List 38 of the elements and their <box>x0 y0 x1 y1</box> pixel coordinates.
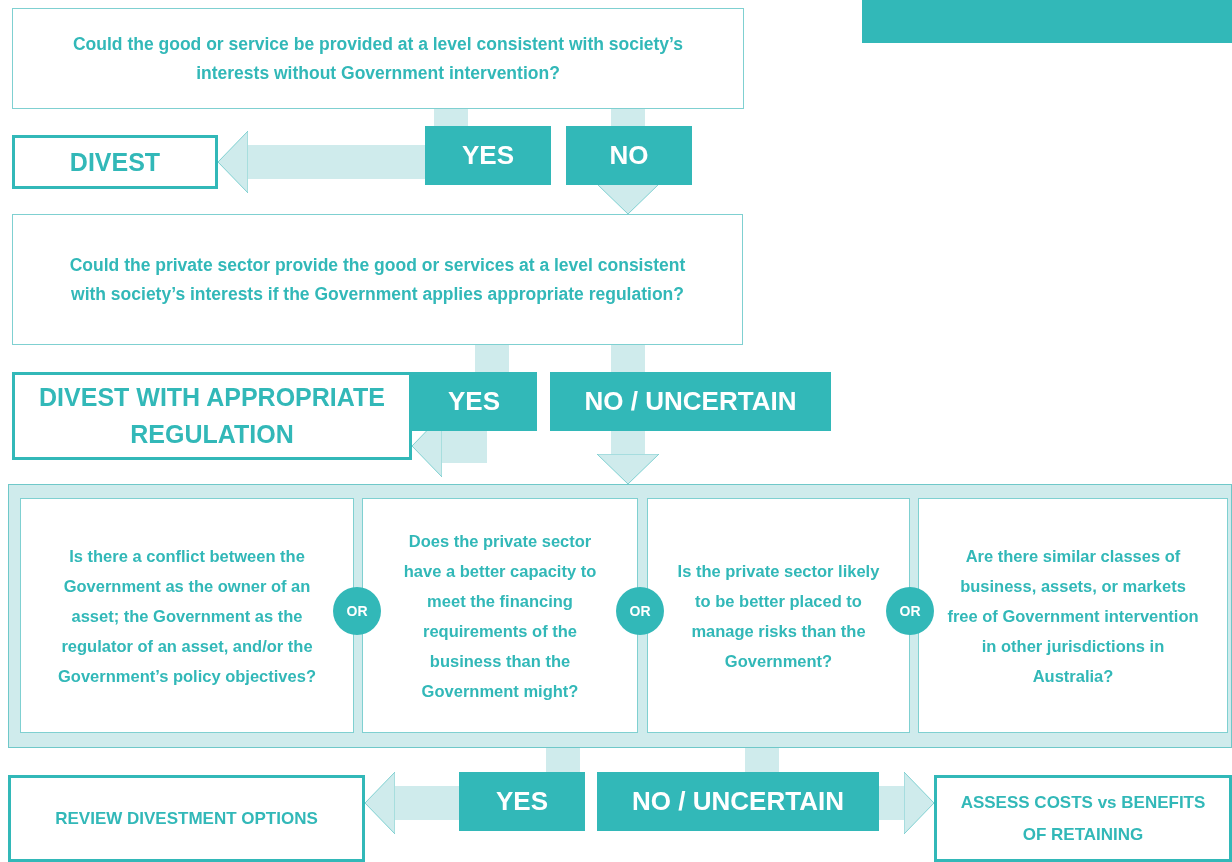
question-box <box>918 498 1228 733</box>
answer-text: NO <box>609 140 649 171</box>
question-text: Could the private sector provide the good or services at a level consistent with society’s interests if the Government applies appropriate regulation? <box>68 253 687 306</box>
outcome-box <box>12 135 218 189</box>
answer-tag <box>597 772 879 831</box>
question-text: Could the good or service be provided at a level consistent with society’s interests without Government intervention? <box>71 32 685 85</box>
answer-text: NO / UNCERTAIN <box>584 386 797 417</box>
answer-tag <box>550 372 831 431</box>
or-text: OR <box>899 603 921 619</box>
question-text: Are there similar classes of business, assets, or markets free of Government intervention in other jurisdictions in Australia? <box>946 545 1200 687</box>
answer-tag <box>566 126 692 185</box>
question-text: Is there a conflict between the Government as the owner of an asset; the Government as the regulator of an asset, and/or the Government’s policy objectives? <box>57 545 317 687</box>
block-arrow <box>217 130 425 194</box>
answer-text: YES <box>496 786 548 817</box>
outcome-text: DIVEST <box>69 146 161 178</box>
question-box <box>12 8 744 109</box>
outcome-text: DIVEST WITH APPROPRIATE REGULATION <box>38 382 386 450</box>
or-text: OR <box>346 603 368 619</box>
block-arrow <box>596 431 660 485</box>
answer-text: NO / UNCERTAIN <box>632 786 844 817</box>
answer-text: YES <box>462 140 514 171</box>
outcome-text: REVIEW DIVESTMENT OPTIONS <box>55 807 318 830</box>
outcome-box <box>8 775 365 862</box>
outcome-box <box>12 372 412 460</box>
criteria-panel <box>8 484 1232 748</box>
answer-tag <box>411 372 537 431</box>
block-arrow <box>364 771 459 835</box>
answer-tag <box>459 772 585 831</box>
question-text: Is the private sector likely to be better placed to manage risks than the Government? <box>676 560 881 672</box>
answer-text: YES <box>448 386 500 417</box>
question-text: Does the private sector have a better capacity to meet the financing requirements of the business than the Government might? <box>402 530 598 702</box>
or-text: OR <box>629 603 651 619</box>
block-arrow <box>596 183 660 215</box>
outcome-text: ASSESS COSTS vs BENEFITS OF RETAINING <box>959 791 1207 846</box>
outcome-box <box>934 775 1232 862</box>
block-arrow <box>879 771 935 835</box>
answer-tag <box>425 126 551 185</box>
question-box <box>12 214 743 345</box>
